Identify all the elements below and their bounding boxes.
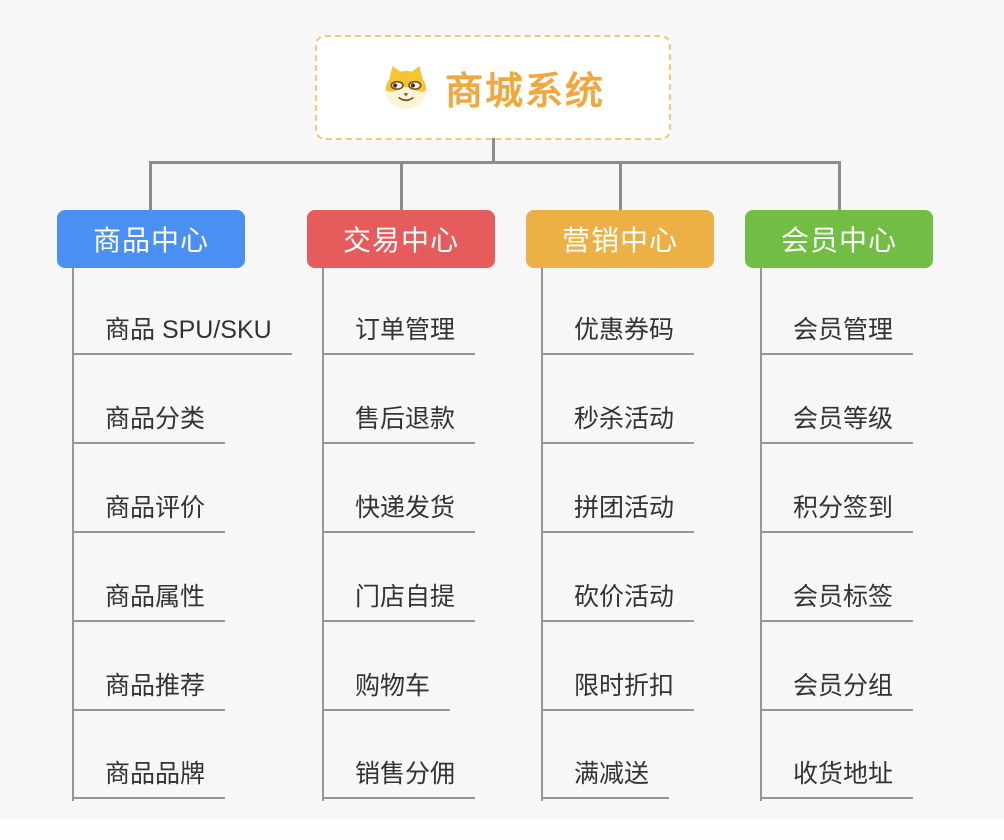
topic-aftersale-refund[interactable]: 售后退款	[322, 402, 476, 444]
topic-sales-commission[interactable]: 销售分佣	[322, 757, 476, 799]
connector-drop-trade	[400, 161, 403, 211]
topic-bargain-activity[interactable]: 砍价活动	[541, 580, 695, 622]
topic-member-level[interactable]: 会员等级	[760, 402, 914, 444]
connector-drop-members	[838, 161, 841, 211]
topic-group-buy[interactable]: 拼团活动	[541, 491, 695, 533]
shiba-dog-icon	[381, 65, 431, 111]
topic-spend-save[interactable]: 满减送	[541, 757, 670, 799]
topic-express-delivery[interactable]: 快递发货	[322, 491, 476, 533]
topic-flash-sale[interactable]: 秒杀活动	[541, 402, 695, 444]
topic-shipping-address[interactable]: 收货地址	[760, 757, 914, 799]
topic-member-management[interactable]: 会员管理	[760, 313, 914, 355]
canvas-bottom-edge	[0, 819, 1004, 840]
root-title: 商城系统	[444, 71, 605, 113]
branch-node-members[interactable]: 会员中心	[745, 210, 933, 268]
connector-drop-products	[149, 161, 152, 211]
topic-product-recommend[interactable]: 商品推荐	[72, 669, 226, 711]
topic-coupon-code[interactable]: 优惠券码	[541, 313, 695, 355]
topic-product-category[interactable]: 商品分类	[72, 402, 226, 444]
topic-member-groups[interactable]: 会员分组	[760, 669, 914, 711]
connector-trunk-trade	[322, 268, 324, 801]
topic-points-checkin[interactable]: 积分签到	[760, 491, 914, 533]
topic-shopping-cart[interactable]: 购物车	[322, 669, 451, 711]
topic-member-tags[interactable]: 会员标签	[760, 580, 914, 622]
connector-root-stub	[492, 138, 495, 163]
topic-order-management[interactable]: 订单管理	[322, 313, 476, 355]
topic-product-attribute[interactable]: 商品属性	[72, 580, 226, 622]
topic-limited-discount[interactable]: 限时折扣	[541, 669, 695, 711]
root-node[interactable]: 商城系统	[315, 35, 671, 140]
connector-trunk-products	[72, 268, 74, 801]
topic-product-review[interactable]: 商品评价	[72, 491, 226, 533]
topic-product-brand[interactable]: 商品品牌	[72, 757, 226, 799]
connector-horizontal	[149, 161, 841, 164]
topic-product-spu-sku[interactable]: 商品 SPU/SKU	[72, 313, 292, 355]
branch-node-marketing[interactable]: 营销中心	[526, 210, 714, 268]
branch-node-trade[interactable]: 交易中心	[307, 210, 495, 268]
topic-store-pickup[interactable]: 门店自提	[322, 580, 476, 622]
connector-trunk-marketing	[541, 268, 543, 801]
connector-trunk-members	[760, 268, 762, 801]
connector-drop-marketing	[619, 161, 622, 211]
branch-node-products[interactable]: 商品中心	[57, 210, 245, 268]
